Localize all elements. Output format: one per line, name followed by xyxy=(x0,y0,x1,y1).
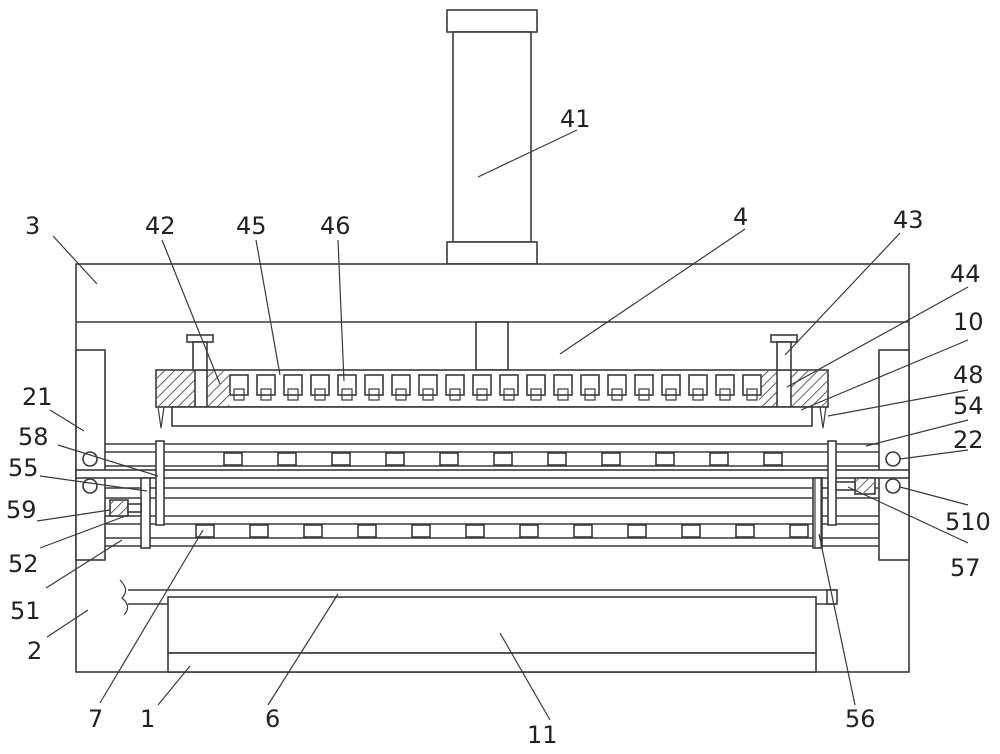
hydraulic-cylinder xyxy=(446,9,538,265)
middle-rails xyxy=(105,487,879,517)
stamp-unit xyxy=(661,374,681,401)
rail-block xyxy=(303,524,323,538)
label-510: 510 xyxy=(945,508,991,536)
needle-right xyxy=(819,406,827,429)
label-41: 41 xyxy=(560,105,591,133)
label-48: 48 xyxy=(953,361,984,389)
rail-block xyxy=(277,452,297,466)
label-10: 10 xyxy=(953,308,984,336)
rail-block xyxy=(601,452,621,466)
label-52: 52 xyxy=(8,550,39,578)
label-59: 59 xyxy=(6,496,37,524)
label-22: 22 xyxy=(953,426,984,454)
roller-left-upper xyxy=(82,451,98,467)
stamp-unit xyxy=(634,374,654,401)
label-7: 7 xyxy=(88,705,103,733)
rail-block xyxy=(547,452,567,466)
label-44: 44 xyxy=(950,260,981,288)
leader-lines xyxy=(36,129,969,721)
material-tray xyxy=(119,579,838,654)
stamp-units xyxy=(229,374,762,401)
stamp-unit xyxy=(688,374,708,401)
rail-block xyxy=(573,524,593,538)
label-51: 51 xyxy=(10,597,41,625)
clamp-bar-left-inner xyxy=(155,440,165,526)
stamp-unit xyxy=(418,374,438,401)
label-55: 55 xyxy=(8,454,39,482)
rail-block xyxy=(385,452,405,466)
rail-block xyxy=(493,452,513,466)
upper-rail-blocks xyxy=(223,452,783,466)
label-46: 46 xyxy=(320,212,351,240)
rail-block xyxy=(735,524,755,538)
rail-block xyxy=(357,524,377,538)
label-4: 4 xyxy=(733,203,748,231)
rail-block xyxy=(519,524,539,538)
rail-block xyxy=(681,524,701,538)
stamp-unit xyxy=(715,374,735,401)
rail-block xyxy=(789,524,809,538)
roller-right-lower xyxy=(885,478,901,494)
collection-box xyxy=(167,652,817,673)
motor-right xyxy=(835,477,876,495)
needle-left xyxy=(157,406,165,429)
motor-left xyxy=(109,499,142,517)
lower-conveyor-rails xyxy=(105,523,879,547)
stamp-unit xyxy=(364,374,384,401)
label-2: 2 xyxy=(27,637,42,665)
piston-rod xyxy=(475,321,509,371)
stamp-unit xyxy=(310,374,330,401)
clamp-bar-left-outer xyxy=(140,477,151,549)
guide-pin-left xyxy=(186,334,214,371)
upper-guide-rails xyxy=(75,443,910,479)
roller-left-lower xyxy=(82,478,98,494)
rail-block xyxy=(223,452,243,466)
rail-block xyxy=(655,452,675,466)
label-6: 6 xyxy=(265,705,280,733)
stamp-unit xyxy=(229,374,249,401)
label-45: 45 xyxy=(236,212,267,240)
label-58: 58 xyxy=(18,423,49,451)
guide-pin-right xyxy=(770,334,798,371)
rail-block xyxy=(709,452,729,466)
stamp-unit xyxy=(445,374,465,401)
clamp-bar-right-inner xyxy=(827,440,837,526)
rail-block xyxy=(331,452,351,466)
rail-block xyxy=(439,452,459,466)
label-1: 1 xyxy=(140,705,155,733)
label-43: 43 xyxy=(893,206,924,234)
stamp-unit xyxy=(472,374,492,401)
label-21: 21 xyxy=(22,383,53,411)
label-42: 42 xyxy=(145,212,176,240)
clamp-bar-right-outer xyxy=(812,477,823,549)
label-11: 11 xyxy=(527,721,558,749)
stamp-unit xyxy=(391,374,411,401)
stamp-unit xyxy=(553,374,573,401)
rail-block xyxy=(465,524,485,538)
stamp-unit xyxy=(742,374,762,401)
stamp-unit xyxy=(526,374,546,401)
stamp-unit xyxy=(580,374,600,401)
label-3: 3 xyxy=(25,212,40,240)
stamp-unit xyxy=(283,374,303,401)
stamp-unit xyxy=(256,374,276,401)
rail-block xyxy=(411,524,431,538)
label-57: 57 xyxy=(950,554,981,582)
stamp-unit xyxy=(337,374,357,401)
stamp-unit xyxy=(607,374,627,401)
reference-numerals: 41 3 42 45 46 4 43 44 10 48 54 22 21 58 … xyxy=(6,105,991,749)
label-56: 56 xyxy=(845,705,876,733)
rail-block xyxy=(763,452,783,466)
rail-block xyxy=(195,524,215,538)
stamp-unit xyxy=(499,374,519,401)
rail-block xyxy=(627,524,647,538)
label-54: 54 xyxy=(953,392,984,420)
rail-block xyxy=(249,524,269,538)
roller-right-upper xyxy=(885,451,901,467)
